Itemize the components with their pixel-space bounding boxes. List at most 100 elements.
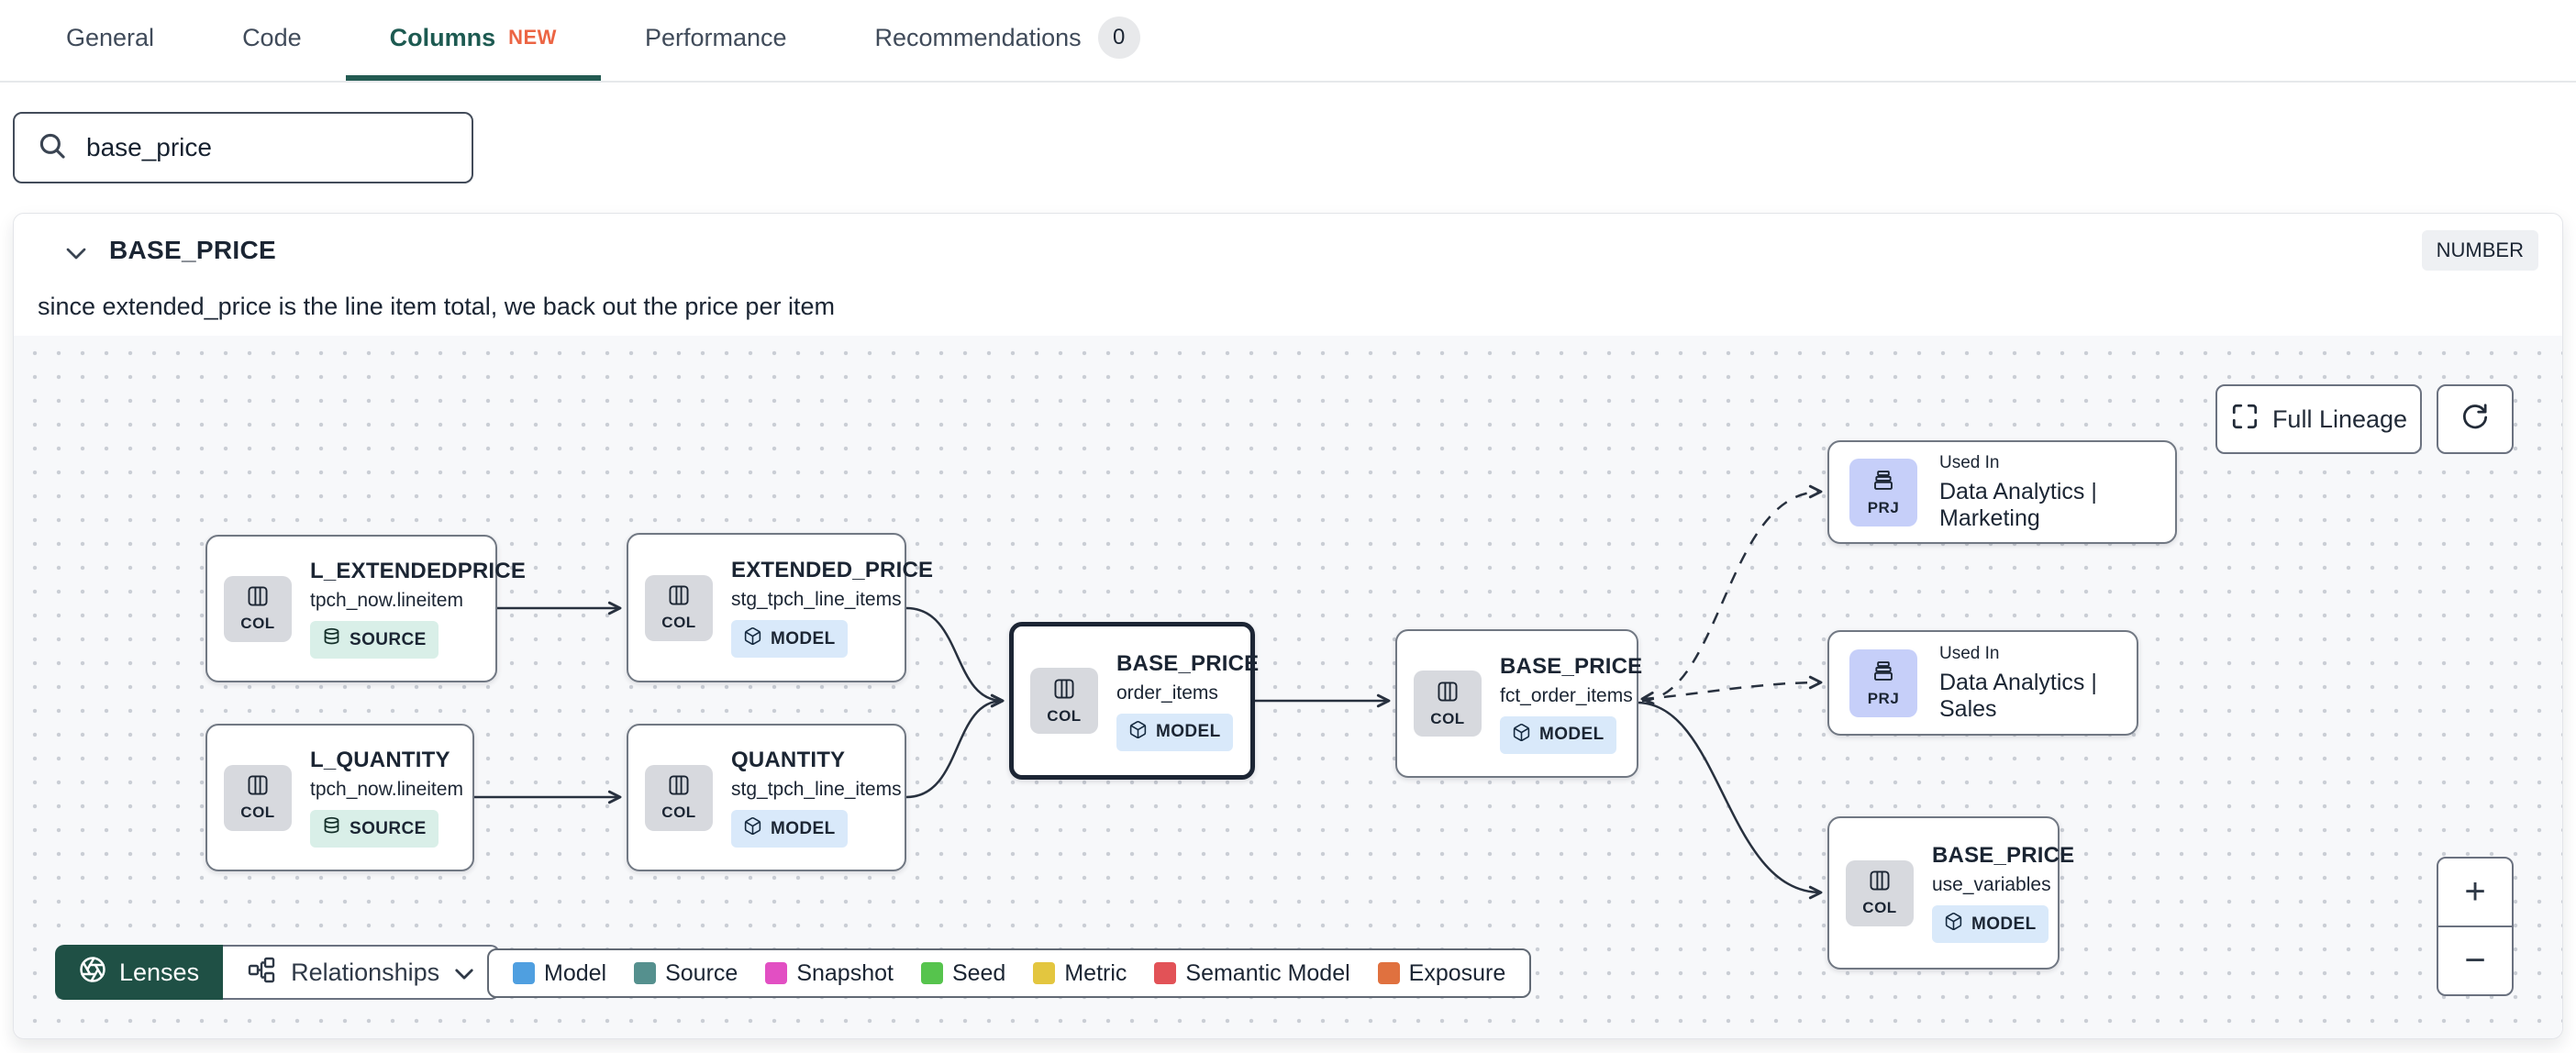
cube-icon xyxy=(1128,720,1148,745)
legend-item: Model xyxy=(513,960,606,987)
zoom-out-button[interactable]: − xyxy=(2438,926,2512,994)
legend-swatch xyxy=(920,962,943,984)
node-title: BASE_PRICE xyxy=(1116,650,1260,676)
refresh-button[interactable] xyxy=(2437,384,2514,454)
node-subtitle: tpch_now.lineitem xyxy=(310,779,463,800)
lineage-node-used-in-sales[interactable]: PRJ Used In Data Analytics | Sales xyxy=(1827,630,2138,736)
node-title: BASE_PRICE xyxy=(1500,653,1643,679)
node-title: BASE_PRICE xyxy=(1932,843,2075,868)
legend-item: Seed xyxy=(920,960,1005,987)
source-chip: SOURCE xyxy=(310,621,439,659)
column-panel-header: BASE_PRICE NUMBER since extended_price i… xyxy=(14,214,2562,336)
node-title: QUANTITY xyxy=(731,748,846,772)
columns-icon xyxy=(666,583,692,612)
node-subtitle: tpch_now.lineitem xyxy=(310,590,463,611)
node-subtitle: stg_tpch_line_items xyxy=(731,589,902,610)
search-icon xyxy=(37,130,68,166)
edge-quantity-baseprice xyxy=(905,693,1005,799)
lineage-node-base-price-fct-order-items[interactable]: COL BASE_PRICE fct_order_items MODEL xyxy=(1395,629,1642,778)
legend-swatch xyxy=(765,962,788,984)
node-subtitle: fct_order_items xyxy=(1500,684,1633,706)
aperture-icon xyxy=(79,956,106,990)
col-badge: COL xyxy=(224,575,292,642)
lineage-node-base-price-use-variables[interactable]: COL BASE_PRICE use_variables MODEL xyxy=(1827,816,2074,970)
model-chip: MODEL xyxy=(731,620,848,658)
columns-icon xyxy=(245,773,271,802)
cube-icon xyxy=(1512,723,1531,748)
new-badge: NEW xyxy=(508,26,557,49)
columns-icon xyxy=(666,773,692,802)
columns-icon xyxy=(1435,680,1460,708)
node-title: Data Analytics | Marketing xyxy=(1939,478,2097,531)
legend-swatch xyxy=(634,962,657,984)
used-in-label: Used In xyxy=(1939,452,2000,472)
legend-item: Semantic Model xyxy=(1154,960,1350,987)
col-badge: COL xyxy=(224,764,292,831)
fullscreen-icon xyxy=(2230,402,2260,438)
node-title: L_EXTENDEDPRICE xyxy=(310,559,527,583)
col-badge: COL xyxy=(1414,671,1482,737)
node-title: Data Analytics | Sales xyxy=(1939,669,2097,722)
edge-fct-usevariables xyxy=(1638,701,1823,900)
lineage-edges xyxy=(474,484,1823,900)
refresh-icon xyxy=(2459,402,2491,438)
lineage-node-l-extendedprice[interactable]: COL L_EXTENDEDPRICE tpch_now.lineitem SO… xyxy=(205,535,526,682)
model-chip: MODEL xyxy=(731,810,848,848)
legend-item: Snapshot xyxy=(765,960,894,987)
node-subtitle: stg_tpch_line_items xyxy=(731,779,902,800)
column-name: BASE_PRICE xyxy=(109,236,276,264)
tab-code[interactable]: Code xyxy=(242,23,302,51)
search-input[interactable] xyxy=(86,133,435,162)
cube-icon xyxy=(1944,912,1963,937)
columns-icon xyxy=(1867,869,1893,897)
relationships-dropdown[interactable]: Relationships xyxy=(223,945,501,1000)
tab-recommendations[interactable]: Recommendations 0 xyxy=(831,0,1184,81)
lineage-node-quantity[interactable]: COL QUANTITY stg_tpch_line_items MODEL xyxy=(627,724,906,871)
node-type-legend: Model Source Snapshot Seed Metric Semant… xyxy=(487,948,1532,998)
collapse-chevron-icon[interactable] xyxy=(65,247,87,265)
lineage-canvas[interactable]: COL L_EXTENDEDPRICE tpch_now.lineitem SO… xyxy=(14,336,2562,1038)
model-chip: MODEL xyxy=(1500,715,1616,754)
lineage-node-used-in-marketing[interactable]: PRJ Used In Data Analytics | Marketing xyxy=(1827,440,2177,544)
legend-swatch xyxy=(1377,962,1400,984)
tab-performance[interactable]: Performance xyxy=(644,23,787,51)
data-type-badge: NUMBER xyxy=(2421,230,2538,271)
node-subtitle: order_items xyxy=(1116,682,1218,704)
edge-fct-sales xyxy=(1640,675,1823,705)
prj-badge: PRJ xyxy=(1849,648,1917,717)
project-archive-icon xyxy=(1871,659,1896,688)
model-chip: MODEL xyxy=(1116,713,1233,751)
zoom-in-button[interactable]: + xyxy=(2464,871,2486,912)
database-icon xyxy=(322,816,341,841)
legend-item: Exposure xyxy=(1377,960,1505,987)
edge-extendedprice-baseprice xyxy=(905,606,1005,708)
lineage-node-base-price-order-items[interactable]: COL BASE_PRICE order_items MODEL xyxy=(1009,622,1259,780)
columns-icon xyxy=(1051,677,1077,705)
tab-columns[interactable]: Columns NEW xyxy=(345,0,601,81)
columns-icon xyxy=(245,584,271,613)
legend-item: Metric xyxy=(1033,960,1127,987)
cube-icon xyxy=(743,816,762,841)
col-badge: COL xyxy=(1846,859,1914,926)
lineage-node-extended-price[interactable]: COL EXTENDED_PRICE stg_tpch_line_items M… xyxy=(627,533,933,682)
lineage-node-l-quantity[interactable]: COL L_QUANTITY tpch_now.lineitem SOURCE xyxy=(205,724,474,871)
node-title: L_QUANTITY xyxy=(310,748,450,772)
database-icon xyxy=(322,627,341,652)
edge-fct-marketing xyxy=(1641,484,1823,703)
tab-bar: General Code Columns NEW Performance Rec… xyxy=(0,0,2576,83)
recommendations-count-badge: 0 xyxy=(1097,17,1140,59)
tab-general[interactable]: General xyxy=(66,23,155,51)
node-title: EXTENDED_PRICE xyxy=(731,558,934,582)
legend-item: Source xyxy=(634,960,738,987)
model-chip: MODEL xyxy=(1932,905,2049,943)
lenses-button[interactable]: Lenses xyxy=(55,945,224,1000)
column-panel: BASE_PRICE NUMBER since extended_price i… xyxy=(13,213,2563,1039)
source-chip: SOURCE xyxy=(310,810,439,848)
zoom-controls: + − xyxy=(2437,857,2514,996)
column-search xyxy=(13,112,473,183)
col-badge: COL xyxy=(645,764,713,831)
column-description: since extended_price is the line item to… xyxy=(38,293,835,320)
chevron-down-icon xyxy=(454,959,474,987)
full-lineage-button[interactable]: Full Lineage xyxy=(2215,384,2422,454)
legend-swatch xyxy=(1033,962,1056,984)
